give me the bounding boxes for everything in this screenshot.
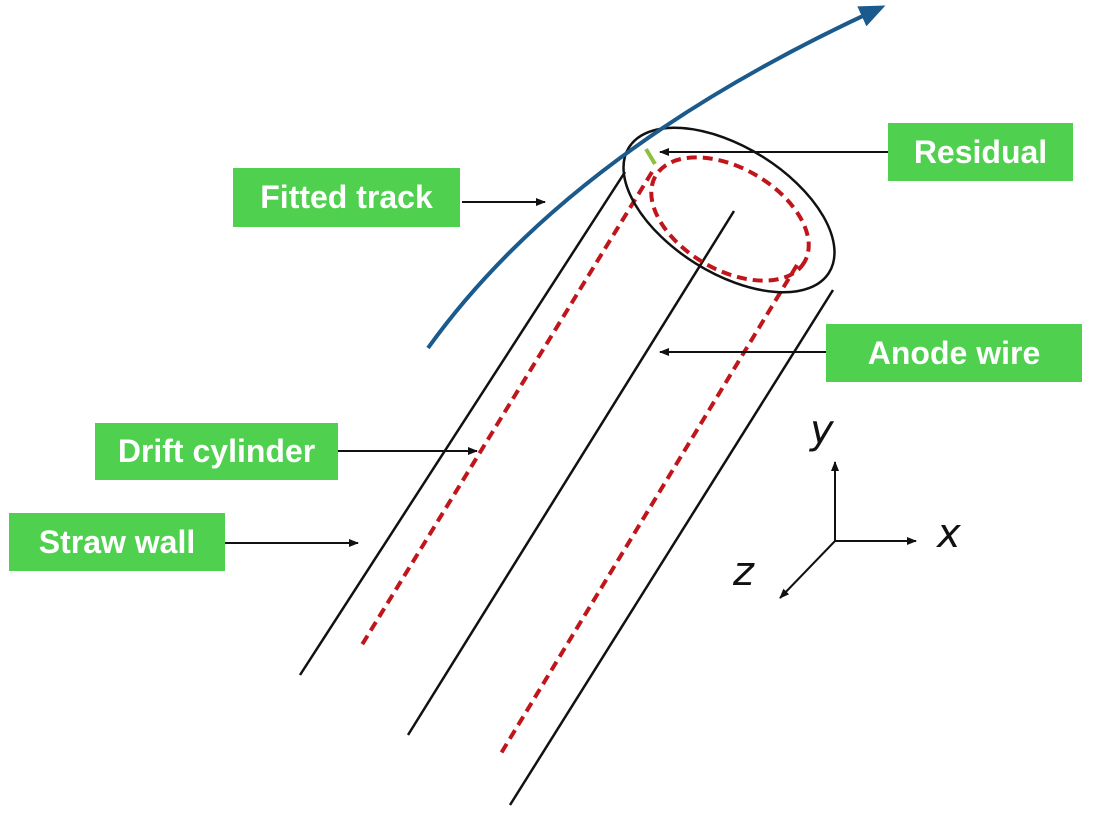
z-axis-label: z [733,549,754,595]
anode-wire [406,210,736,736]
fitted-track-curve [426,5,886,350]
straw-wall-label: Straw wall [9,513,225,571]
straw-wall-line-right [508,289,835,806]
anode-wire-label: Anode wire [826,324,1082,382]
fitted-track-label: Fitted track [233,168,460,227]
z-axis-arrow [779,540,836,599]
drift-cylinder-line-right [498,263,799,757]
drift-cylinder-label: Drift cylinder [95,423,338,480]
residual-label: Residual [888,123,1073,181]
y-axis-label: y [810,407,834,453]
x-axis-label: x [937,511,961,557]
drift-cylinder-end-ellipse [649,155,811,283]
straw-wall-end-ellipse [622,126,836,294]
residual-segment [644,147,657,166]
drift-cylinder-line-left [358,170,654,650]
straw-wall-line-left [298,171,627,676]
